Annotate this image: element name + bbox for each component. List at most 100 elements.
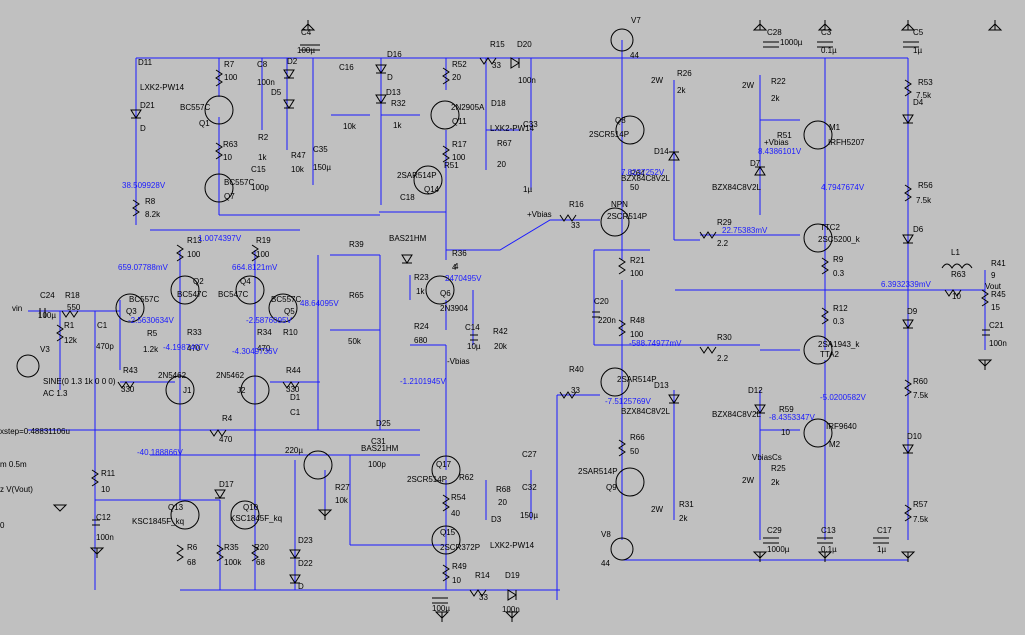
label-100: 100	[452, 153, 466, 162]
label-1k: 1k	[416, 287, 425, 296]
label-2sar514p: 2SAR514P	[397, 171, 437, 180]
label-bc547c: BC547C	[218, 290, 248, 299]
label-r40: R40	[569, 365, 584, 374]
label-470: 470	[219, 435, 233, 444]
label-bc557c: BC557C	[224, 178, 254, 187]
label-r26: R26	[677, 69, 692, 78]
label-q5: Q5	[284, 307, 295, 316]
label-68: 68	[187, 558, 196, 567]
label-d16: D16	[387, 50, 402, 59]
label--tran: m 0.5m	[0, 460, 27, 469]
label-vin: vin	[12, 304, 22, 313]
label-9: 9	[991, 271, 996, 280]
label-100: 100	[256, 250, 270, 259]
label-100k: 100k	[224, 558, 242, 567]
label-550: 550	[67, 303, 81, 312]
label-2k: 2k	[677, 86, 686, 95]
label-q6: Q6	[440, 289, 451, 298]
label-vout: Vout	[985, 282, 1002, 291]
label-r23: R23	[414, 273, 429, 282]
label-470: 470	[257, 344, 271, 353]
label-m2: M2	[829, 440, 841, 449]
label-8-4386101v: 8.4386101V	[758, 147, 802, 156]
label-r62: R62	[459, 473, 474, 482]
label-7-5k: 7.5k	[916, 196, 932, 205]
label-bc547c: BC547C	[177, 290, 207, 299]
label-2scr514p: 2SCR514P	[407, 475, 447, 484]
label-659-07788mv: 659.07788mV	[118, 263, 168, 272]
label-irfh5207: IRFH5207	[828, 138, 865, 147]
label-r51: R51	[777, 131, 792, 140]
label-c27: C27	[522, 450, 537, 459]
grounds	[52, 20, 1003, 622]
label-2sar514p: 2SAR514P	[578, 467, 618, 476]
label-50: 50	[630, 447, 639, 456]
label-0-3: 0.3	[833, 269, 845, 278]
label-10-: 10µ	[467, 342, 481, 351]
label-v8: V8	[601, 530, 611, 539]
label-48-64095v: 48.64095V	[300, 299, 339, 308]
label--40-188866v: -40.188866V	[137, 448, 183, 457]
components	[16, 28, 990, 604]
label-c21: C21	[989, 321, 1004, 330]
label-r8: R8	[145, 197, 156, 206]
label-c31: C31	[371, 437, 386, 446]
label-r27: R27	[335, 483, 350, 492]
label-r19: R19	[256, 236, 271, 245]
label--588-74977mv: -588.74977mV	[629, 339, 682, 348]
label-tta2: TTA2	[820, 350, 840, 359]
label-c29: C29	[767, 526, 782, 535]
label-r14: R14	[475, 571, 490, 580]
label-d6: D6	[913, 225, 924, 234]
label-q15: Q15	[440, 528, 456, 537]
label-2n5462: 2N5462	[158, 371, 187, 380]
label-100-: 100µ	[297, 46, 315, 55]
label-d: D	[387, 73, 393, 82]
label-c16: C16	[339, 63, 354, 72]
label--5-0200582v: -5.0200582V	[820, 393, 866, 402]
label-r66: R66	[630, 433, 645, 442]
label-r51: R51	[444, 161, 459, 170]
label-r42: R42	[493, 327, 508, 336]
label-d: D	[140, 124, 146, 133]
label-q9: Q9	[606, 483, 617, 492]
label-r64: R64	[630, 169, 645, 178]
label-10k: 10k	[343, 122, 357, 131]
label-bzx84c8v2l: BZX84C8V2L	[621, 174, 670, 183]
label-0: 0	[0, 521, 5, 530]
label-d17: D17	[219, 480, 234, 489]
label-d14: D14	[654, 147, 669, 156]
label-ksc1845f-kq: KSC1845F_kq	[230, 514, 282, 523]
label-2w: 2W	[742, 476, 754, 485]
label-r36: R36	[452, 249, 467, 258]
label-0-1-: 0.1µ	[821, 46, 837, 55]
label-d22: D22	[298, 559, 313, 568]
label-100-: 100µ	[38, 311, 56, 320]
label-38-509928v: 38.509928V	[122, 181, 166, 190]
label-2w: 2W	[651, 505, 663, 514]
label-r60: R60	[913, 377, 928, 386]
label-2k: 2k	[679, 514, 688, 523]
label-d5: D5	[271, 88, 282, 97]
label-npn: NPN	[611, 200, 628, 209]
label-r59: R59	[779, 405, 794, 414]
label-0-3: 0.3	[833, 317, 845, 326]
label-r18: R18	[65, 291, 80, 300]
label-r57: R57	[913, 500, 928, 509]
label-r13: R13	[187, 236, 202, 245]
label-2n3904: 2N3904	[440, 304, 469, 313]
label-10: 10	[781, 428, 790, 437]
label-c32: C32	[522, 483, 537, 492]
label-r47: R47	[291, 151, 306, 160]
label-q2: Q2	[193, 277, 204, 286]
label-22-75383mv: 22.75383mV	[722, 226, 768, 235]
label--4-1987407v: -4.1987407V	[163, 343, 209, 352]
label-12k: 12k	[64, 336, 78, 345]
label-d20: D20	[517, 40, 532, 49]
label-c17: C17	[877, 526, 892, 535]
label-d10: D10	[907, 432, 922, 441]
label-q3: Q3	[126, 307, 137, 316]
label-r54: R54	[451, 493, 466, 502]
label-20: 20	[498, 498, 507, 507]
